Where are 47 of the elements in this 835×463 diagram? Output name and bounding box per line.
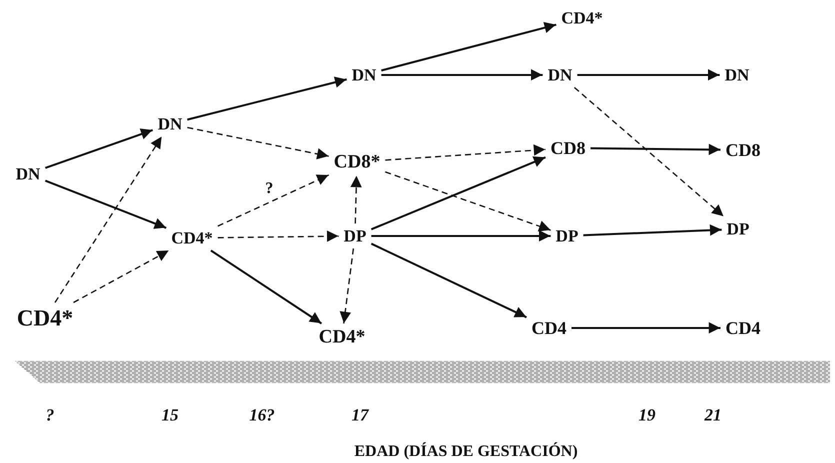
cell-type-label: DP	[342, 226, 368, 246]
arrow	[370, 156, 546, 230]
arrow	[210, 250, 322, 324]
axis-tick-label: 16?	[249, 406, 275, 424]
cell-type-label: DN	[156, 114, 184, 134]
cell-type-label: CD4*	[169, 228, 215, 248]
cell-type-label: CD8	[724, 140, 762, 160]
cell-type-label: CD4	[724, 318, 762, 338]
arrow	[577, 69, 720, 81]
cell-type-label: DN	[14, 164, 42, 184]
arrow	[381, 69, 543, 81]
cell-type-label: CD8*	[332, 152, 382, 172]
axis-title: EDAD (DÍAS DE GESTACIÓN)	[354, 444, 578, 460]
dashed-arrow	[218, 230, 339, 242]
arrow	[187, 76, 347, 121]
cell-type-label: CD4	[530, 318, 568, 338]
dashed-arrow	[340, 248, 354, 324]
cell-type-label: CD8	[548, 138, 588, 158]
dashed-arrow	[574, 87, 724, 217]
axis-tick-label: 21	[704, 406, 722, 424]
dashed-arrow	[350, 175, 362, 224]
arrow	[44, 180, 167, 229]
axis-tick-label: 15	[162, 406, 178, 424]
dashed-arrow	[384, 171, 551, 232]
arrow	[371, 230, 551, 242]
dashed-arrow	[54, 136, 162, 303]
cell-type-label: DN	[722, 66, 752, 84]
dashed-arrow	[218, 174, 330, 227]
arrow	[381, 22, 556, 72]
cell-type-label: CD4*	[559, 8, 605, 28]
arrow	[590, 144, 721, 156]
arrow	[572, 322, 720, 334]
arrow	[44, 128, 154, 169]
cell-type-label: DN	[546, 66, 574, 84]
cell-type-label: CD4*	[14, 306, 76, 330]
axis-tick-label: 17	[352, 406, 368, 424]
cell-type-label: CD4*	[316, 326, 368, 348]
dashed-arrow	[73, 250, 170, 304]
arrow	[370, 242, 527, 318]
arrow	[583, 224, 722, 236]
cell-type-label: DN	[350, 66, 378, 84]
cell-type-label: DP	[724, 220, 752, 238]
dashed-arrow	[385, 144, 546, 161]
axis-tick-label: 19	[638, 406, 656, 424]
cell-type-label: DP	[554, 226, 580, 246]
axis-tick-label: ?	[46, 406, 54, 424]
dashed-arrow	[187, 126, 329, 160]
